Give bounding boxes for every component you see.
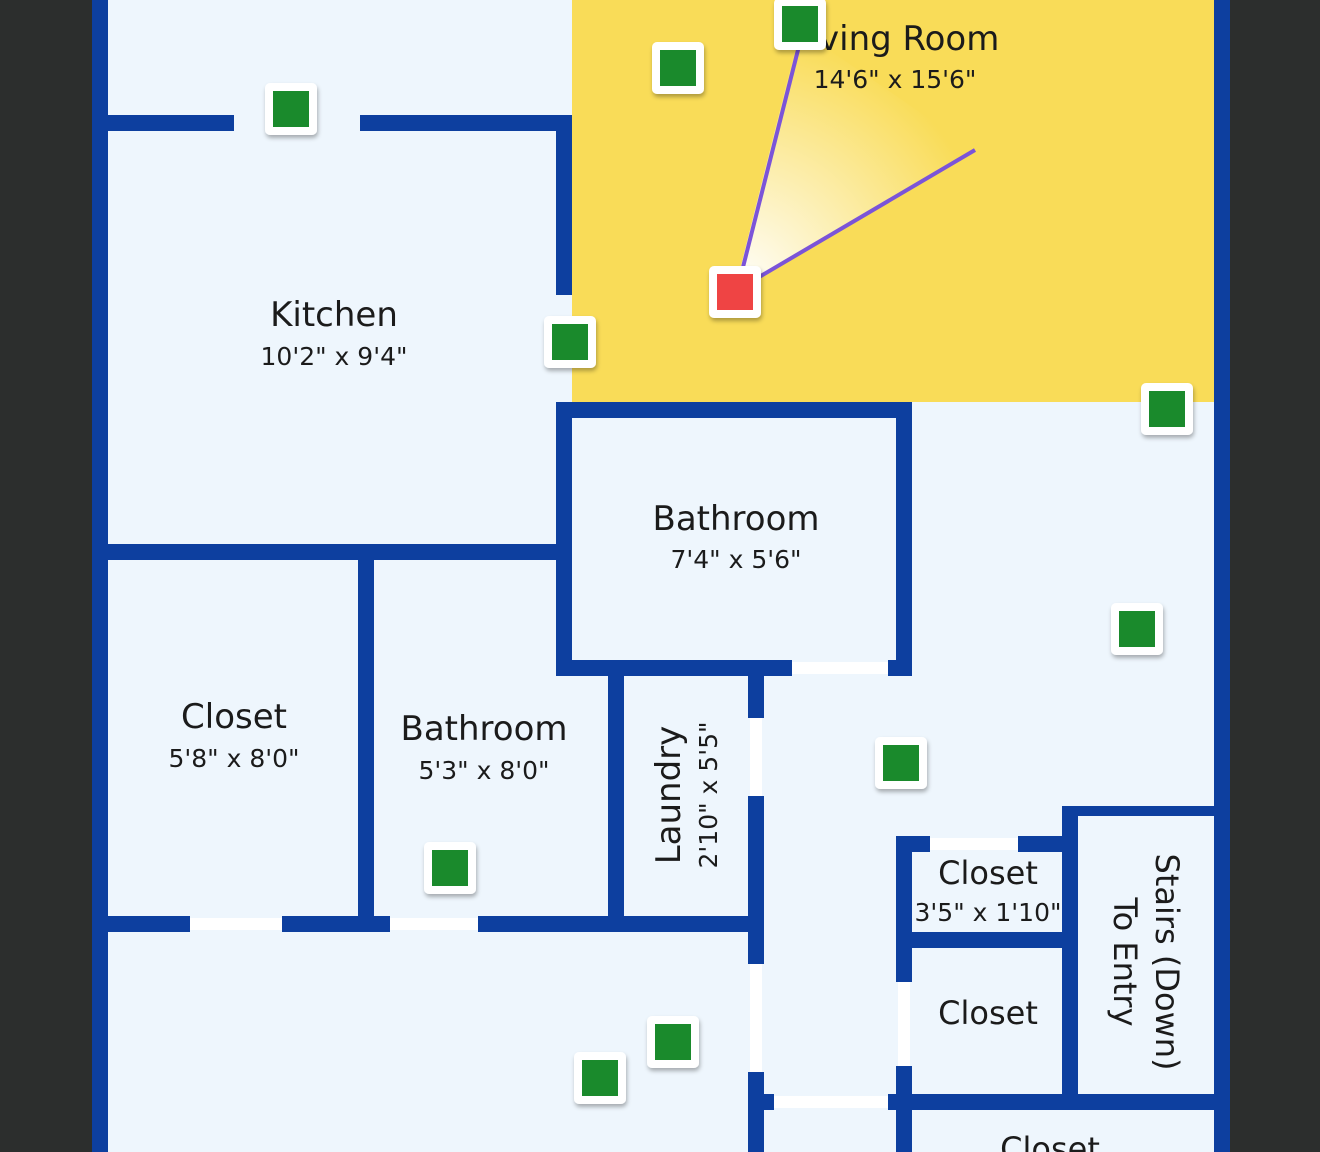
bathroom-mid-dims: 5'3" x 8'0": [418, 756, 549, 785]
closet-mid-name: Closet: [938, 994, 1038, 1032]
living-room-dims: 14'6" x 15'6": [814, 65, 977, 94]
bathroom-top-dims: 7'4" x 5'6": [670, 545, 801, 574]
photo-point-marker[interactable]: [1141, 383, 1193, 435]
closet-left-name: Closet: [181, 697, 287, 737]
view-cone: [735, 30, 975, 290]
bathroom-mid-name: Bathroom: [401, 709, 568, 749]
laundry-name: Laundry: [649, 726, 689, 865]
view-ray-right: [752, 148, 977, 282]
laundry-dims: 2'10" x 5'5": [694, 722, 723, 869]
stairs-name: Stairs (Down): [1148, 854, 1186, 1071]
photo-point-marker[interactable]: [265, 83, 317, 135]
photo-point-marker[interactable]: [652, 42, 704, 94]
closet-small-name: Closet: [938, 854, 1038, 892]
view-ray-left: [739, 41, 802, 276]
photo-point-marker[interactable]: [875, 737, 927, 789]
kitchen-dims: 10'2" x 9'4": [261, 342, 408, 371]
active-photo-marker[interactable]: [709, 266, 761, 318]
bathroom-top-name: Bathroom: [653, 499, 820, 539]
photo-point-marker[interactable]: [544, 316, 596, 368]
photo-point-marker[interactable]: [774, 0, 826, 50]
doors: [190, 662, 1018, 1108]
photo-point-marker[interactable]: [574, 1052, 626, 1104]
kitchen-name: Kitchen: [270, 295, 398, 335]
closet-left-dims: 5'8" x 8'0": [168, 744, 299, 773]
photo-point-marker[interactable]: [1111, 603, 1163, 655]
walls: [92, 0, 1230, 1152]
photo-point-marker[interactable]: [647, 1016, 699, 1068]
closet-bottom-name: Closet: [1000, 1130, 1100, 1152]
stairs-sub: To Entry: [1106, 897, 1144, 1027]
photo-point-marker[interactable]: [424, 842, 476, 894]
photo-markers[interactable]: [265, 0, 1193, 1104]
closet-small-dims: 3'5" x 1'10": [915, 898, 1062, 927]
